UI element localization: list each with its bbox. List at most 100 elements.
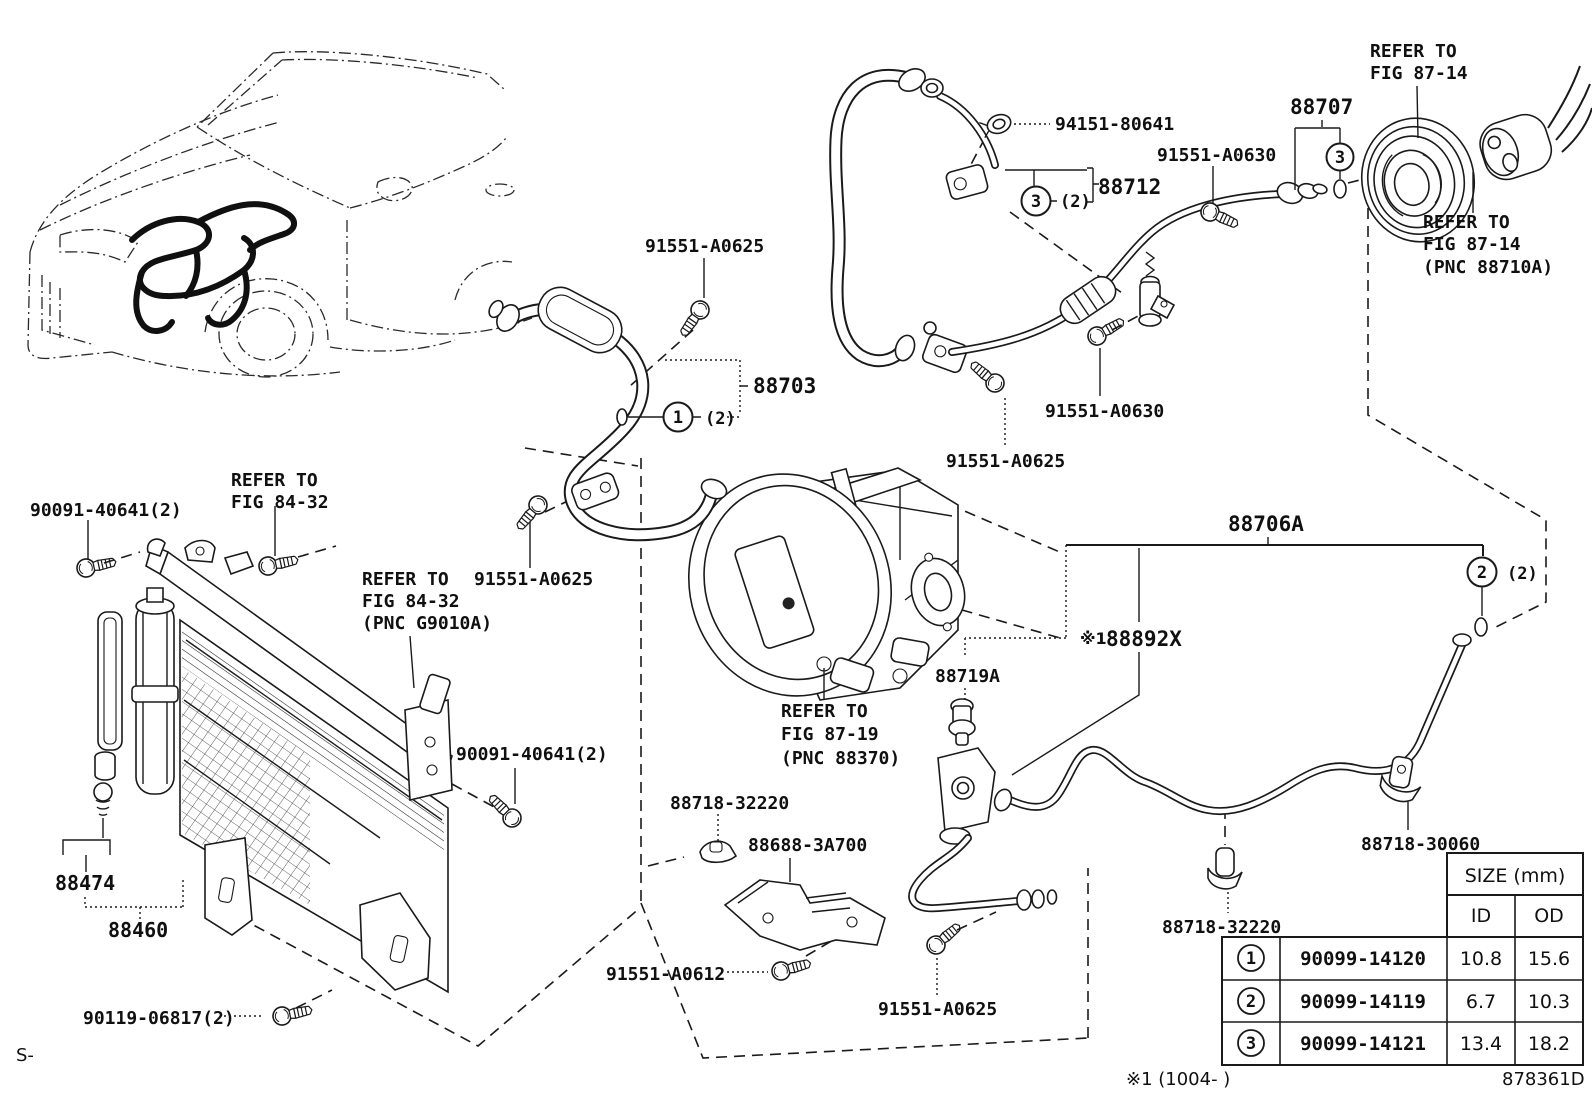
pressure-sensor-88719a bbox=[948, 698, 976, 746]
label-88474: 88474 bbox=[55, 871, 115, 895]
table-od-header: OD bbox=[1534, 905, 1564, 927]
refer-fig8714-pnc-line3: (PNC 88710A) bbox=[1423, 257, 1553, 278]
o-ring bbox=[1046, 889, 1058, 905]
sheet-code: S- bbox=[16, 1045, 34, 1066]
refer-fig8719-line1: REFER TO bbox=[781, 701, 868, 722]
receiver-drier bbox=[131, 587, 179, 795]
o-ring bbox=[1474, 617, 1488, 637]
label-88688-3a700: 88688-3A700 bbox=[748, 835, 867, 856]
label-91551-a0630-b: 91551-A0630 bbox=[1045, 401, 1164, 422]
nut-94151 bbox=[979, 113, 1012, 139]
row1-od: 15.6 bbox=[1528, 948, 1570, 970]
refer-fig8719-line3: (PNC 88370) bbox=[781, 748, 900, 769]
label-90119-06817: 90119-06817(2) bbox=[83, 1008, 235, 1029]
row2-part: 90099-14119 bbox=[1300, 991, 1426, 1013]
label-91551-a0625-b: 91551-A0625 bbox=[946, 451, 1065, 472]
o-ring-1 bbox=[616, 408, 628, 426]
drawing-id: 878361D bbox=[1502, 1069, 1585, 1090]
hose-flange bbox=[571, 472, 620, 511]
bolt-91551-a0625-b bbox=[965, 355, 1009, 397]
refer-fig8714-pnc-line1: REFER TO bbox=[1423, 212, 1510, 233]
row2-id: 6.7 bbox=[1466, 991, 1496, 1013]
leader-lines bbox=[62, 85, 1484, 1017]
label-88718-32220-b: 88718-32220 bbox=[1162, 917, 1281, 938]
label-94151-80641: 94151-80641 bbox=[1055, 114, 1174, 135]
refer-fig8432-pnc-line2: FIG 84-32 bbox=[362, 591, 460, 612]
row1-num: 1 bbox=[1246, 949, 1256, 969]
hose-insulator-sleeve bbox=[537, 286, 623, 354]
compressor bbox=[687, 467, 966, 701]
callouts: 1 3 3 2 (2) (2) (2) bbox=[662, 142, 1538, 588]
label-91551-a0612: 91551-A0612 bbox=[606, 964, 725, 985]
label-91551-a0625-d: 91551-A0625 bbox=[878, 999, 997, 1020]
row2-num: 2 bbox=[1246, 992, 1256, 1012]
refer-fig8432-pnc-line3: (PNC G9010A) bbox=[362, 613, 492, 634]
label-91551-a0625-c: 91551-A0625 bbox=[474, 569, 593, 590]
table-id-header: ID bbox=[1471, 905, 1491, 927]
label-88707: 88707 bbox=[1290, 95, 1353, 119]
expansion-valve-block bbox=[937, 747, 996, 845]
row1-id: 10.8 bbox=[1460, 948, 1502, 970]
refer-fig8714-pnc-line2: FIG 87-14 bbox=[1423, 234, 1521, 255]
clamp-88718-32220-a bbox=[699, 840, 738, 864]
connector-88710a bbox=[1479, 65, 1592, 181]
row3-id: 13.4 bbox=[1460, 1033, 1502, 1055]
table-row: 1 90099-14120 10.8 15.6 bbox=[1237, 944, 1570, 972]
bolt-refer-8432 bbox=[256, 550, 301, 578]
label-88706a: 88706A bbox=[1228, 512, 1304, 536]
row3-part: 90099-14121 bbox=[1300, 1033, 1426, 1055]
bolt-91551-a0612 bbox=[769, 953, 814, 983]
refer-fig8432-line1: REFER TO bbox=[231, 470, 318, 491]
bolt-91551-a0625-a bbox=[674, 296, 714, 341]
label-88718-30060: 88718-30060 bbox=[1361, 834, 1480, 855]
o-ring bbox=[1333, 179, 1347, 199]
callout-3a: 3 bbox=[1031, 192, 1041, 212]
footnote: ※1 (1004- ) bbox=[1126, 1069, 1230, 1090]
bolt-91551-a0625-c bbox=[510, 491, 552, 535]
qty-2: (2) bbox=[1507, 564, 1538, 584]
label-88719a: 88719A bbox=[935, 666, 1000, 687]
callout-2: 2 bbox=[1477, 563, 1487, 583]
liquid-pipe-88706a bbox=[993, 617, 1488, 815]
row1-part: 90099-14120 bbox=[1300, 948, 1426, 970]
refer-fig8719-line2: FIG 87-19 bbox=[781, 724, 879, 745]
bracket-88688 bbox=[723, 879, 886, 951]
label-88892x: 88892X bbox=[1106, 627, 1182, 651]
refer-fig8714-line2: FIG 87-14 bbox=[1370, 63, 1468, 84]
label-90091-40641-b: 90091-40641(2) bbox=[456, 744, 608, 765]
qty-1: (2) bbox=[705, 409, 736, 429]
refer-fig8432-pnc-line1: REFER TO bbox=[362, 569, 449, 590]
label-91551-a0625-a: 91551-A0625 bbox=[645, 236, 764, 257]
refer-fig8714-line1: REFER TO bbox=[1370, 41, 1457, 62]
bolt-90119 bbox=[270, 1000, 315, 1028]
refer-fig8432-line2: FIG 84-32 bbox=[231, 492, 329, 513]
bolt-90091-b bbox=[483, 789, 526, 832]
label-88718-32220-a: 88718-32220 bbox=[670, 793, 789, 814]
compressor-rear-port bbox=[910, 552, 966, 632]
bolt-90091-a bbox=[74, 552, 119, 580]
row3-od: 18.2 bbox=[1528, 1033, 1570, 1055]
labels: REFER TO FIG 87-14 88707 94151-80641 915… bbox=[30, 41, 1553, 1029]
label-90091-40641-a: 90091-40641(2) bbox=[30, 500, 182, 521]
table-size-header: SIZE (mm) bbox=[1465, 865, 1566, 887]
label-88460: 88460 bbox=[108, 918, 168, 942]
table-row: 2 90099-14119 6.7 10.3 bbox=[1237, 987, 1570, 1015]
service-valve bbox=[1138, 251, 1176, 327]
condenser-assembly bbox=[93, 538, 453, 994]
label-88703: 88703 bbox=[753, 374, 816, 398]
pipe-ribbed-sleeve bbox=[1059, 275, 1117, 325]
construction-lines bbox=[103, 137, 1547, 1059]
label-88892x-note: ※1 bbox=[1080, 629, 1107, 648]
suction-hose-88703 bbox=[488, 286, 728, 542]
compressor-front-face bbox=[687, 473, 893, 697]
row2-od: 10.3 bbox=[1528, 991, 1570, 1013]
callout-1: 1 bbox=[673, 408, 683, 428]
car-sketch bbox=[27, 51, 533, 378]
row3-num: 3 bbox=[1246, 1034, 1256, 1054]
mount-bushing bbox=[93, 751, 116, 816]
clamp-88718-30060 bbox=[1379, 755, 1422, 803]
clamp-88718-32220-b bbox=[1207, 847, 1243, 890]
fasteners bbox=[74, 113, 1243, 1028]
